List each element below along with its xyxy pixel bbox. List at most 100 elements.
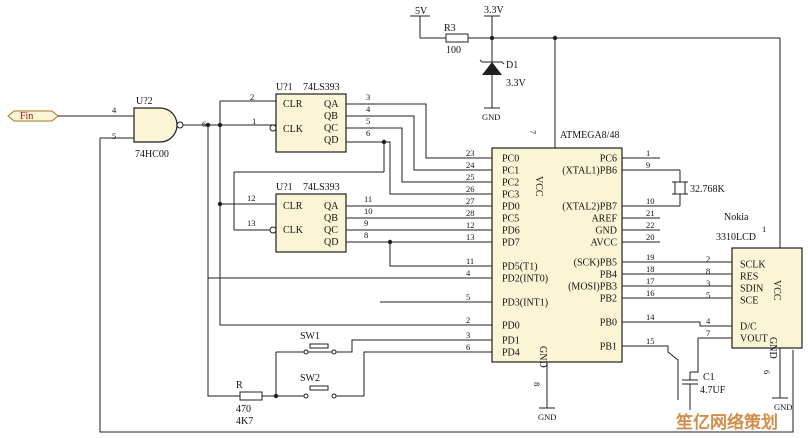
mcu-right-label: PC6 (600, 154, 617, 165)
label-d1: D1 (506, 60, 518, 71)
counter1-name: U?1 (276, 82, 293, 93)
lcd-pin-number: 2 (706, 254, 710, 264)
mcu-right-pin: 1 (646, 148, 650, 158)
counter1-qc: QC (324, 123, 338, 134)
mcu-left-label: PD5(T1) (502, 262, 538, 273)
label-r: R (236, 380, 243, 391)
lcd-vcc: VCC (771, 280, 782, 301)
lcd-pin-number: 7 (706, 328, 710, 338)
mcu-right-label: (SCK)PB5 (574, 258, 617, 269)
lcd-pin-number: 3 (706, 278, 710, 288)
mcu-right-pin: 15 (646, 336, 655, 346)
counter2-pin-qd: 8 (364, 230, 368, 240)
counter2-pin-qa: 11 (364, 194, 372, 204)
counter1-pin-clk: 1 (252, 116, 256, 126)
mcu-left-label: PC5 (502, 214, 519, 225)
mcu-right-pin: 9 (646, 160, 650, 170)
lcd-pin-label: SDIN (740, 284, 763, 295)
mcu-left-label: PC3 (502, 190, 519, 201)
mcu-left-pin: 2 (466, 315, 470, 325)
watermark: 笙亿网络策划 (675, 412, 778, 433)
mcu-right-label: PB4 (600, 270, 617, 281)
counter1-part: 74LS393 (303, 82, 340, 93)
mcu-right-label: AVCC (591, 238, 618, 249)
resistor-r3 (445, 33, 469, 43)
mcu-left-label: PD0 (502, 321, 520, 332)
zener-diode-d1 (482, 62, 502, 75)
gate-pin-a: 4 (112, 105, 117, 115)
counter1-pin-qc: 5 (366, 116, 370, 126)
mcu-left-pin: 11 (466, 256, 474, 266)
capacitor-c1: C1 4.7UF (682, 372, 726, 410)
mcu-right-pin: 21 (646, 208, 655, 218)
mcu-left-pin: 25 (466, 172, 475, 182)
switch-sw1[interactable] (309, 343, 329, 349)
mcu-right-pin: 14 (646, 312, 655, 322)
gnd-label-2: GND (538, 412, 556, 422)
mcu-right-label: PB1 (600, 342, 617, 353)
switch-sw2[interactable] (309, 385, 329, 391)
counter2-part: 74LS393 (303, 182, 340, 193)
lcd-gnd-pin: 6 (762, 370, 772, 374)
mcu-left-pin: 3 (466, 330, 470, 340)
nokia-lcd: Nokia 3310LCD 1 VCC GND 6 SCLK2RES8SDIN3… (622, 212, 803, 412)
lcd-pin-number: 4 (706, 316, 711, 326)
counter2-pin-qb: 10 (364, 206, 373, 216)
counter2-qc: QC (324, 225, 338, 236)
resistor-r: R 470 4K7 (207, 278, 276, 427)
counter1-qa: QA (324, 99, 339, 110)
mcu-left-label: PC1 (502, 166, 519, 177)
power-supply: 5V R3 100 3.3V D1 3.3V GND (410, 5, 781, 248)
counter1-qd: QD (324, 135, 338, 146)
label-r3-value: 100 (446, 45, 461, 56)
mcu-gnd: GND (537, 346, 548, 368)
label-gate-part: 74HC00 (135, 149, 169, 160)
mcu-left-label: PD1 (502, 336, 520, 347)
mcu-left-label: PC0 (502, 154, 519, 165)
mcu-right-label: (MOSI)PB3 (568, 282, 617, 293)
mcu-left-pin: 24 (466, 160, 475, 170)
counter2-name: U?1 (276, 182, 293, 193)
mcu-right-pin: 16 (646, 288, 655, 298)
counter2-pin-qc: 9 (364, 218, 368, 228)
label-fin: Fin (20, 111, 33, 122)
label-sw2: SW2 (300, 373, 320, 384)
fin-input: Fin (7, 110, 134, 122)
lcd-pin-label: RES (740, 272, 758, 283)
lcd-part: 3310LCD (716, 232, 756, 243)
mcu-right-label: PB2 (600, 294, 617, 305)
lcd-gnd: GND (767, 337, 778, 359)
mcu-atmega: ATMEGA8/48 7 VCC GND 8 PC023PC124PC225PC… (455, 130, 660, 422)
lcd-pin-label: D/C (740, 322, 757, 333)
counter1-pin-qa: 3 (366, 92, 370, 102)
counter1-pin-qb: 4 (366, 104, 371, 114)
mcu-right-label: (XTAL2)PB7 (562, 202, 617, 213)
lcd-pin-label: VOUT (740, 334, 768, 345)
counter2-qa: QA (324, 201, 339, 212)
counter1-pin-qd: 6 (366, 128, 370, 138)
counter2-qb: QB (324, 213, 338, 224)
label-c1: C1 (703, 372, 715, 383)
counter2-body (275, 193, 347, 253)
mcu-left-pin: 4 (466, 268, 471, 278)
mcu-right-pin: 22 (646, 220, 655, 230)
gate-pin-b: 5 (112, 131, 116, 141)
counter-u1b: U?1 74LS393 CLR CLK QA QB QC QD 12 13 11… (217, 139, 387, 253)
gate-pin-out: 6 (202, 119, 206, 129)
lcd-vcc-pin: 1 (762, 224, 766, 234)
mcu-left-pins: PC023PC124PC225PC326PD027PC528PD612PD713… (455, 148, 548, 359)
counter1-clr: CLR (283, 99, 303, 110)
mcu-left-pin: 27 (466, 196, 475, 206)
mcu-left-label: PD0 (502, 202, 520, 213)
mcu-name: ATMEGA8/48 (560, 130, 619, 141)
mcu-gnd-pin: 8 (532, 382, 542, 386)
mcu-left-pin: 23 (466, 148, 475, 158)
label-3v3: 3.3V (484, 5, 505, 16)
label-5v: 5V (415, 6, 428, 17)
mcu-left-label: PC2 (502, 178, 519, 189)
switches: SW1 SW2 (273, 331, 492, 399)
counter1-clk: CLK (283, 124, 304, 135)
mcu-left-pin: 28 (466, 208, 475, 218)
